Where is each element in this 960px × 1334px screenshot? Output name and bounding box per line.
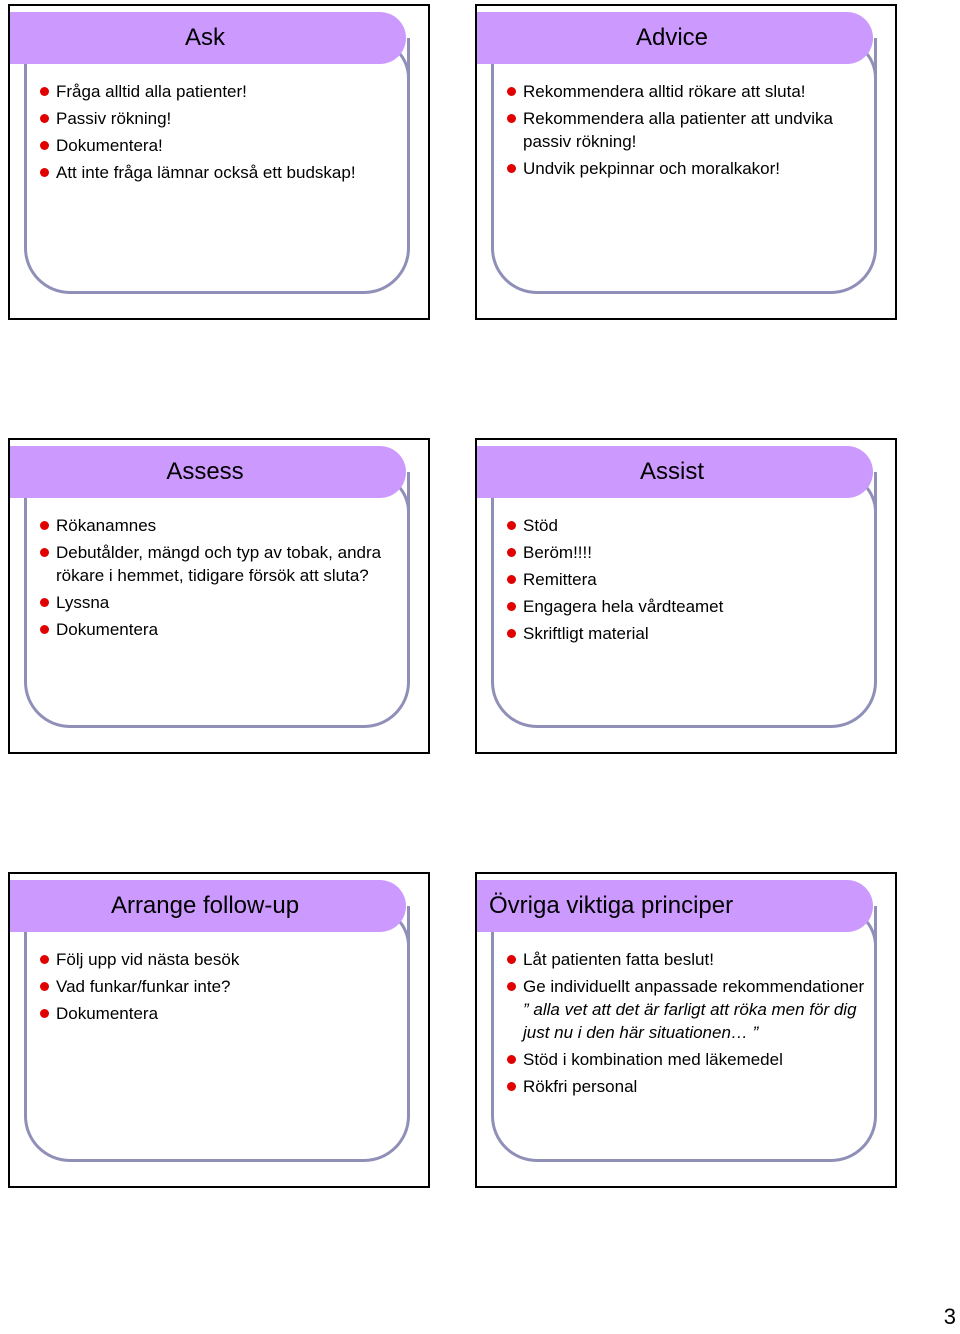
bullet-list: Fråga alltid alla patienter! Passiv rökn… xyxy=(40,80,410,188)
bullet-dot-icon xyxy=(40,114,49,123)
slide-assess: Assess Rökanamnes Debutålder, mängd och … xyxy=(8,438,430,754)
bullet-dot-icon xyxy=(40,87,49,96)
list-item: Ge individuellt anpassade rekommendation… xyxy=(507,975,877,998)
list-item: Att inte fråga lämnar också ett budskap! xyxy=(40,161,410,184)
slide-title: Assist xyxy=(639,458,704,485)
title-bar xyxy=(477,446,873,498)
bullet-dot-icon xyxy=(40,982,49,991)
list-item: Dokumentera xyxy=(40,1002,410,1025)
bullet-dot-icon xyxy=(507,955,516,964)
slide-advice: Advice Rekommendera alltid rökare att sl… xyxy=(475,4,897,320)
list-item: Lyssna xyxy=(40,591,410,614)
title-bar xyxy=(477,880,873,932)
slide-ovriga-principer: Övriga viktiga principer Låt patienten f… xyxy=(475,872,897,1188)
bullet-dot-icon xyxy=(40,1009,49,1018)
list-item: Stöd xyxy=(507,514,877,537)
title-bar xyxy=(10,446,406,498)
list-item: Beröm!!!! xyxy=(507,541,877,564)
list-item: Fråga alltid alla patienter! xyxy=(40,80,410,103)
bullet-dot-icon xyxy=(507,114,516,123)
slide-title: Övriga viktiga principer xyxy=(489,892,734,919)
bullet-dot-icon xyxy=(40,598,49,607)
slide-title: Arrange follow-up xyxy=(110,892,300,919)
list-item: Remittera xyxy=(507,568,877,591)
bullet-dot-icon xyxy=(507,521,516,530)
bullet-list: Låt patienten fatta beslut! Ge individue… xyxy=(507,948,877,1102)
bullet-list: Rökanamnes Debutålder, mängd och typ av … xyxy=(40,514,410,645)
bullet-dot-icon xyxy=(40,548,49,557)
bullet-dot-icon xyxy=(40,141,49,150)
list-item: Följ upp vid nästa besök xyxy=(40,948,410,971)
slide-assist: Assist Stöd Beröm!!!! Remittera Engagera… xyxy=(475,438,897,754)
bullet-dot-icon xyxy=(507,575,516,584)
bullet-dot-icon xyxy=(507,1055,516,1064)
page-number: 3 xyxy=(943,1304,956,1329)
slide-title: Assess xyxy=(166,458,244,485)
bullet-dot-icon xyxy=(40,521,49,530)
slide-arrange-follow-up: Arrange follow-up Följ upp vid nästa bes… xyxy=(8,872,430,1188)
list-item: Dokumentera! xyxy=(40,134,410,157)
list-item: Rekommendera alla patienter att undvika … xyxy=(507,107,877,153)
bullet-list: Följ upp vid nästa besök Vad funkar/funk… xyxy=(40,948,410,1029)
bullet-dot-icon xyxy=(507,602,516,611)
bullet-list: Rekommendera alltid rökare att sluta! Re… xyxy=(507,80,877,184)
list-item: Debutålder, mängd och typ av tobak, andr… xyxy=(40,541,410,587)
bullet-dot-icon xyxy=(507,982,516,991)
list-item: Undvik pekpinnar och moralkakor! xyxy=(507,157,877,180)
bullet-dot-icon xyxy=(507,629,516,638)
list-item: Rökfri personal xyxy=(507,1075,877,1098)
list-item: Rökanamnes xyxy=(40,514,410,537)
bullet-dot-icon xyxy=(40,955,49,964)
list-item: Vad funkar/funkar inte? xyxy=(40,975,410,998)
list-item: Stöd i kombination med läkemedel xyxy=(507,1048,877,1071)
bullet-dot-icon xyxy=(507,164,516,173)
list-item: Skriftligt material xyxy=(507,622,877,645)
title-bar xyxy=(477,12,873,64)
list-item: Låt patienten fatta beslut! xyxy=(507,948,877,971)
bullet-dot-icon xyxy=(507,87,516,96)
list-item: Passiv rökning! xyxy=(40,107,410,130)
slide-title: Advice xyxy=(635,24,709,51)
bullet-dot-icon xyxy=(40,625,49,634)
title-bar xyxy=(10,12,406,64)
bullet-dot-icon xyxy=(507,548,516,557)
bullet-list: Stöd Beröm!!!! Remittera Engagera hela v… xyxy=(507,514,877,649)
list-item: Engagera hela vårdteamet xyxy=(507,595,877,618)
slide-ask: Ask Fråga alltid alla patienter! Passiv … xyxy=(8,4,430,320)
list-item: Dokumentera xyxy=(40,618,410,641)
slide-title: Ask xyxy=(184,24,225,51)
title-bar xyxy=(10,880,406,932)
list-item: Rekommendera alltid rökare att sluta! xyxy=(507,80,877,103)
bullet-dot-icon xyxy=(507,1082,516,1091)
quote-text: ” alla vet att det är farligt att röka m… xyxy=(523,1000,857,1042)
slide-frame xyxy=(24,906,410,1162)
bullet-dot-icon xyxy=(40,168,49,177)
